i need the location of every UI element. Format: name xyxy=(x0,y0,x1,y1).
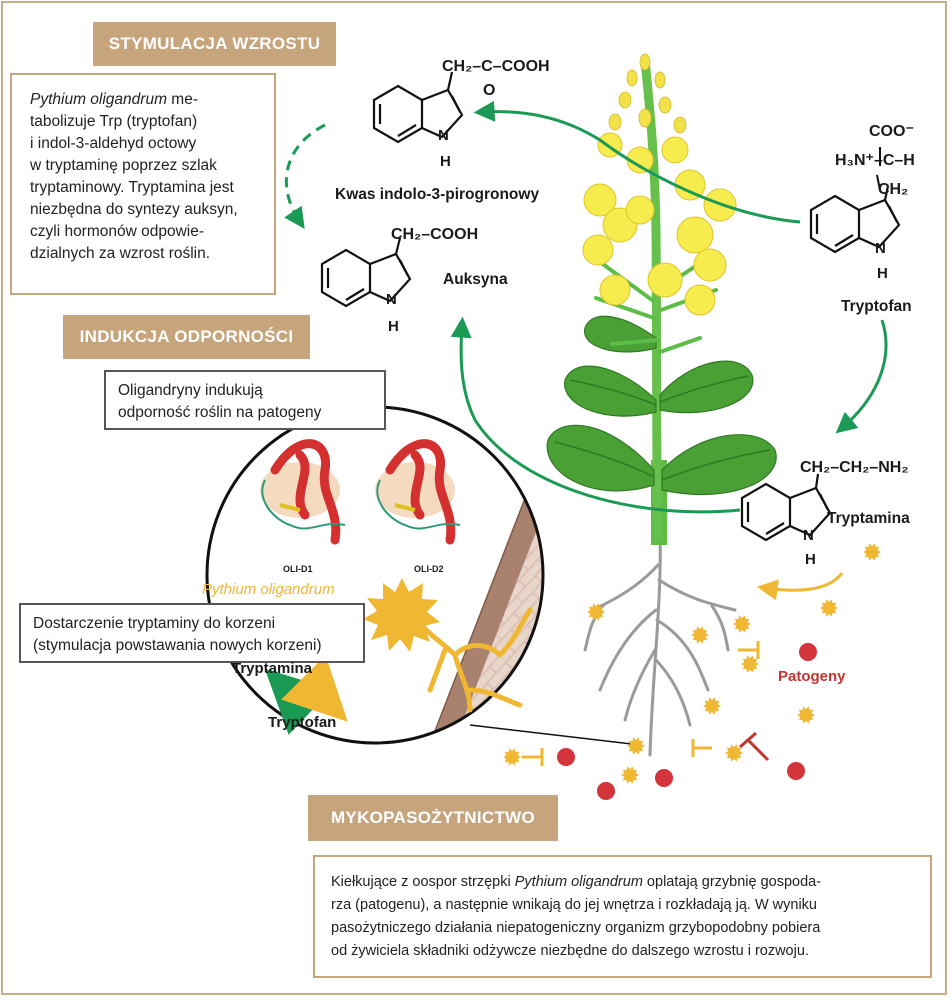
auxin-n: N xyxy=(386,291,397,308)
trp-n: N xyxy=(875,240,886,257)
protein-oli-d2 xyxy=(375,439,461,545)
tryptamine-chain: CH₂–CH₂–NH₂ xyxy=(800,459,909,476)
spore xyxy=(627,737,645,755)
spore xyxy=(691,626,709,644)
indole-ring-tryptophan xyxy=(809,185,901,254)
species-name: Pythium oligandrum xyxy=(30,91,167,108)
inset-tryptamine-label: Tryptamina xyxy=(232,660,313,677)
spore xyxy=(725,744,743,762)
protein-oli-d1 xyxy=(260,439,346,545)
trp-ch2: CH₂ xyxy=(878,181,909,198)
inset-tryptophan-label: Tryptofan xyxy=(268,714,337,731)
ipa-n: N xyxy=(438,127,449,144)
spore xyxy=(741,655,759,673)
protein-label-oli-d2: OLI-D2 xyxy=(414,564,444,574)
spore xyxy=(820,599,838,617)
inset-organism-label: Pythium oligandrum xyxy=(202,581,335,598)
tryptamine-name: Tryptamina xyxy=(827,510,910,527)
indole-ring-tryptamine xyxy=(740,473,832,542)
pathway-arrows xyxy=(284,100,888,514)
arrow-ipa-to-auxin xyxy=(284,123,326,229)
spore xyxy=(797,706,815,724)
spore xyxy=(733,615,751,633)
species-name: Pythium oligandrum xyxy=(514,874,643,890)
mycoparasitism-description: Kiełkujące z oospor strzępki Pythium oli… xyxy=(313,855,932,978)
trp-h: H xyxy=(877,265,888,282)
auxin-chain: CH₂–COOH xyxy=(391,226,479,243)
hyphae xyxy=(399,597,533,713)
tryptamine-delivery-callout: Dostarczenie tryptaminy do korzeni (stym… xyxy=(19,603,365,663)
arrow-tryptamine-to-auxin xyxy=(450,316,741,514)
growth-description: Pythium oligandrum me- tabolizuje Trp (t… xyxy=(10,73,276,295)
protein-label-oli-d1: OLI-D1 xyxy=(283,564,313,574)
spore xyxy=(503,748,521,766)
pathogens-label: Patogeny xyxy=(778,668,846,685)
oligandrin-callout: Oligandryny indukują odporność roślin na… xyxy=(104,370,386,430)
indole-ring-auxin xyxy=(320,237,412,308)
plant xyxy=(546,53,777,757)
auxin-name: Auksyna xyxy=(443,271,508,288)
ipa-h: H xyxy=(440,153,451,170)
indole-ring-ipa xyxy=(372,71,464,144)
auxin-h: H xyxy=(388,318,399,335)
tryptamine-h: H xyxy=(805,551,816,568)
trp-carboxylate: COO⁻ xyxy=(869,123,914,140)
spore xyxy=(863,543,881,561)
badge-indukcja-odpornosci: INDUKCJA ODPORNOŚCI xyxy=(63,315,310,359)
ipa-name: Kwas indolo-3-pirogronowy xyxy=(335,186,540,203)
tryptamine-n: N xyxy=(803,527,814,544)
ipa-chain: CH₂–C–COOH xyxy=(442,58,550,75)
flowers xyxy=(582,132,737,316)
pathogens xyxy=(557,643,817,800)
trp-amine: H₃N⁺–C–H xyxy=(835,152,915,169)
roots xyxy=(583,533,737,757)
tryptophan-name: Tryptofan xyxy=(841,298,912,315)
ipa-oxygen: O xyxy=(483,82,496,99)
spores xyxy=(503,543,881,784)
spore xyxy=(703,697,721,715)
inhibition-markers xyxy=(522,641,760,766)
arrow-delivery xyxy=(756,572,844,601)
badge-mykopasozytnictwo: MYKOPASOŻYTNICTWO xyxy=(308,795,558,841)
spore xyxy=(621,766,639,784)
arrow-trp-to-ipa xyxy=(473,100,801,224)
arrow-tryptophan-down xyxy=(280,654,348,722)
pythium-spore xyxy=(363,578,440,652)
pathogen-inhibition-marker xyxy=(739,731,770,762)
spore xyxy=(587,603,605,621)
badge-stymulacja-wzrostu: STYMULACJA WZROSTU xyxy=(93,22,336,66)
buds xyxy=(608,53,687,134)
arrow-trp-to-tryptamine xyxy=(835,319,888,434)
leaves xyxy=(546,315,777,496)
